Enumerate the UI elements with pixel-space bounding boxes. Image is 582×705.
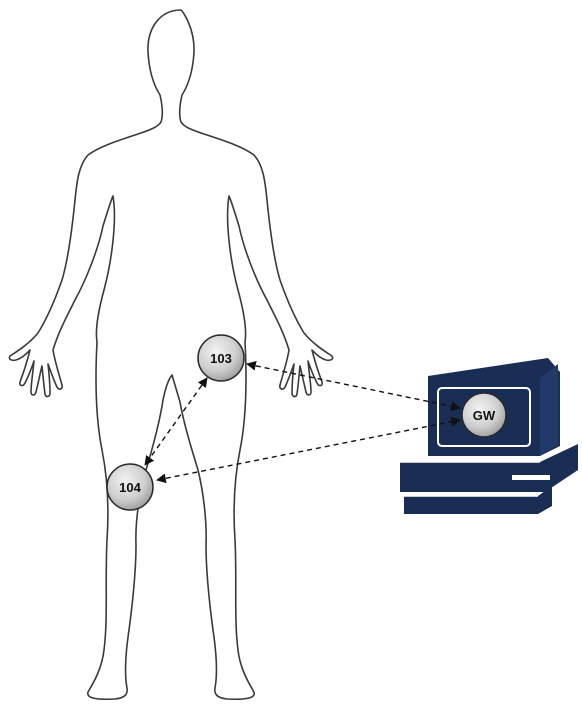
sensor-node-104-label: 104 [119, 480, 141, 495]
human-body-outline-icon [9, 10, 332, 699]
monitor-side [540, 364, 558, 456]
gateway-node: GW [462, 393, 506, 437]
sensor-node-104: 104 [107, 464, 153, 510]
drive-slot [512, 475, 550, 480]
gateway-node-label: GW [473, 408, 496, 423]
sensor-node-103-label: 103 [210, 351, 232, 366]
sensor-node-103: 103 [198, 335, 244, 381]
